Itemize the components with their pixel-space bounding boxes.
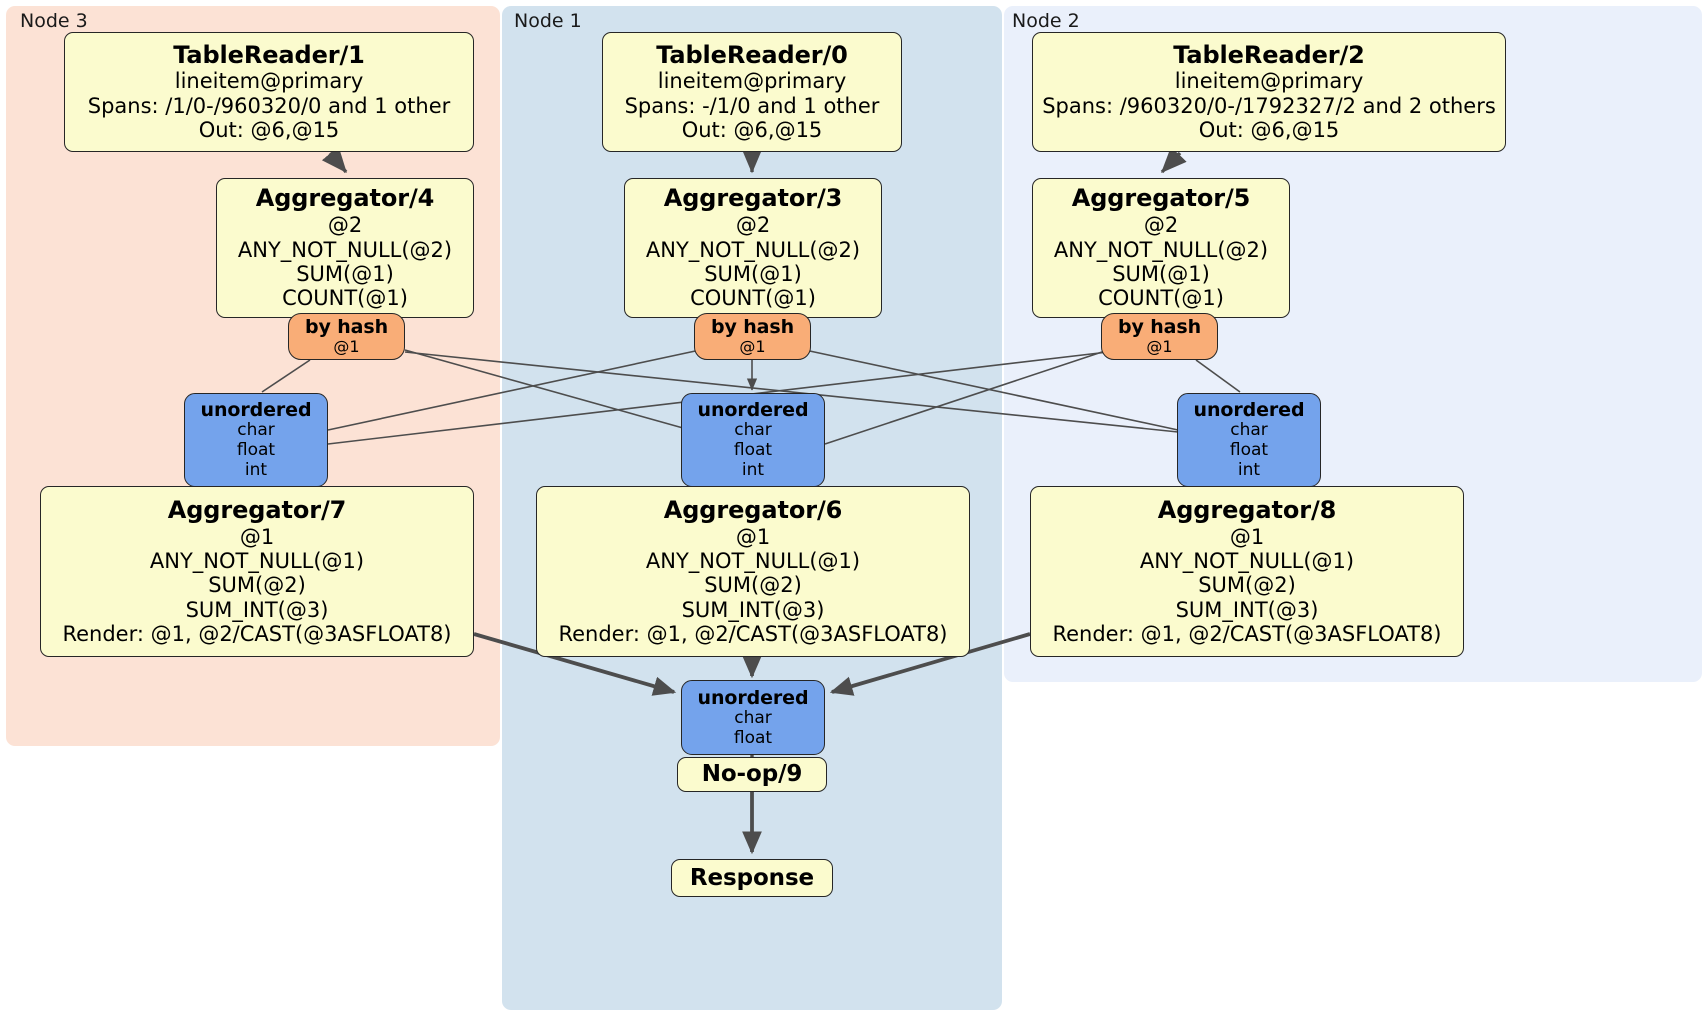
router-line: @1: [1146, 337, 1173, 357]
processor-line: Spans: -/1/0 and 1 other: [624, 93, 880, 118]
processor-aggregator-3[interactable]: Aggregator/3 @2 ANY_NOT_NULL(@2) SUM(@1)…: [624, 178, 882, 318]
node-panel-label-node2: Node 2: [1012, 10, 1080, 32]
receiver-title: unordered: [697, 399, 809, 422]
processor-line: @1: [735, 524, 771, 549]
receiver-title: unordered: [200, 399, 312, 422]
processor-line: SUM(@2): [704, 573, 802, 598]
receiver-line: float: [733, 440, 773, 461]
processor-line: @2: [1143, 213, 1179, 238]
processor-line: lineitem@primary: [657, 69, 847, 94]
processor-line: ANY_NOT_NULL(@1): [149, 548, 365, 573]
router-title: by hash: [710, 316, 795, 339]
receiver-line: int: [741, 459, 765, 480]
processor-line: Out: @6,@15: [681, 118, 823, 143]
processor-line: Render: @1, @2/CAST(@3ASFLOAT8): [1052, 621, 1442, 646]
processor-line: lineitem@primary: [174, 69, 364, 94]
processor-noop-9[interactable]: No-op/9: [677, 757, 827, 792]
processor-title: Aggregator/5: [1071, 184, 1251, 213]
router-line: @1: [333, 337, 360, 357]
processor-aggregator-8[interactable]: Aggregator/8 @1 ANY_NOT_NULL(@1) SUM(@2)…: [1030, 486, 1464, 657]
processor-line: ANY_NOT_NULL(@1): [645, 548, 861, 573]
processor-title: Aggregator/4: [255, 184, 435, 213]
receiver-line: char: [237, 420, 275, 441]
processor-line: Out: @6,@15: [198, 118, 340, 143]
processor-line: @2: [327, 213, 363, 238]
processor-line: Render: @1, @2/CAST(@3ASFLOAT8): [62, 621, 452, 646]
processor-line: COUNT(@1): [282, 286, 408, 311]
processor-line: Out: @6,@15: [1198, 118, 1340, 143]
receiver-line: float: [236, 440, 276, 461]
processor-line: COUNT(@1): [1098, 286, 1224, 311]
processor-line: SUM_INT(@3): [185, 597, 329, 622]
receiver-line: int: [244, 459, 268, 480]
node-panel-label-node3: Node 3: [20, 10, 88, 32]
receiver-line: char: [734, 707, 772, 728]
processor-title: TableReader/0: [656, 40, 848, 69]
receiver-line: char: [1230, 420, 1268, 441]
processor-line: SUM_INT(@3): [1175, 597, 1319, 622]
processor-title: TableReader/1: [173, 40, 365, 69]
receiver-unordered-right[interactable]: unordered char float int: [1177, 393, 1321, 487]
processor-title: Aggregator/7: [167, 495, 347, 524]
processor-title: TableReader/2: [1173, 40, 1365, 69]
processor-line: Spans: /1/0-/960320/0 and 1 other: [87, 93, 451, 118]
processor-line: ANY_NOT_NULL(@1): [1139, 548, 1355, 573]
processor-line: Render: @1, @2/CAST(@3ASFLOAT8): [558, 621, 948, 646]
processor-aggregator-5[interactable]: Aggregator/5 @2 ANY_NOT_NULL(@2) SUM(@1)…: [1032, 178, 1290, 318]
processor-line: ANY_NOT_NULL(@2): [645, 237, 861, 262]
receiver-unordered-left[interactable]: unordered char float int: [184, 393, 328, 487]
processor-line: @1: [239, 524, 275, 549]
processor-line: Spans: /960320/0-/1792327/2 and 2 others: [1042, 93, 1496, 118]
processor-title: Aggregator/8: [1157, 495, 1337, 524]
processor-title: Aggregator/3: [663, 184, 843, 213]
receiver-line: float: [733, 727, 773, 748]
router-by-hash-right[interactable]: by hash @1: [1101, 313, 1218, 360]
processor-aggregator-4[interactable]: Aggregator/4 @2 ANY_NOT_NULL(@2) SUM(@1)…: [216, 178, 474, 318]
processor-table-reader-2[interactable]: TableReader/2 lineitem@primary Spans: /9…: [1032, 32, 1506, 152]
router-line: @1: [739, 337, 766, 357]
processor-line: SUM(@1): [296, 261, 394, 286]
receiver-line: float: [1229, 440, 1269, 461]
router-by-hash-left[interactable]: by hash @1: [288, 313, 405, 360]
processor-line: SUM_INT(@3): [681, 597, 825, 622]
processor-title: No-op/9: [701, 761, 803, 788]
receiver-unordered-center[interactable]: unordered char float int: [681, 393, 825, 487]
processor-title: Response: [689, 864, 815, 891]
receiver-line: int: [1237, 459, 1261, 480]
receiver-title: unordered: [697, 686, 809, 709]
processor-line: lineitem@primary: [1174, 69, 1364, 94]
processor-line: @2: [735, 213, 771, 238]
processor-line: SUM(@1): [1112, 261, 1210, 286]
node-panel-label-node1: Node 1: [514, 10, 582, 32]
receiver-line: char: [734, 420, 772, 441]
receiver-title: unordered: [1193, 399, 1305, 422]
processor-line: ANY_NOT_NULL(@2): [1053, 237, 1269, 262]
processor-response[interactable]: Response: [671, 859, 833, 897]
router-by-hash-center[interactable]: by hash @1: [694, 313, 811, 360]
processor-table-reader-0[interactable]: TableReader/0 lineitem@primary Spans: -/…: [602, 32, 902, 152]
processor-table-reader-1[interactable]: TableReader/1 lineitem@primary Spans: /1…: [64, 32, 474, 152]
processor-line: ANY_NOT_NULL(@2): [237, 237, 453, 262]
router-title: by hash: [1117, 316, 1202, 339]
processor-line: SUM(@2): [208, 573, 306, 598]
receiver-unordered-final[interactable]: unordered char float: [681, 680, 825, 755]
processor-aggregator-6[interactable]: Aggregator/6 @1 ANY_NOT_NULL(@1) SUM(@2)…: [536, 486, 970, 657]
processor-aggregator-7[interactable]: Aggregator/7 @1 ANY_NOT_NULL(@1) SUM(@2)…: [40, 486, 474, 657]
router-title: by hash: [304, 316, 389, 339]
processor-line: SUM(@2): [1198, 573, 1296, 598]
processor-line: @1: [1229, 524, 1265, 549]
processor-line: COUNT(@1): [690, 286, 816, 311]
processor-title: Aggregator/6: [663, 495, 843, 524]
processor-line: SUM(@1): [704, 261, 802, 286]
